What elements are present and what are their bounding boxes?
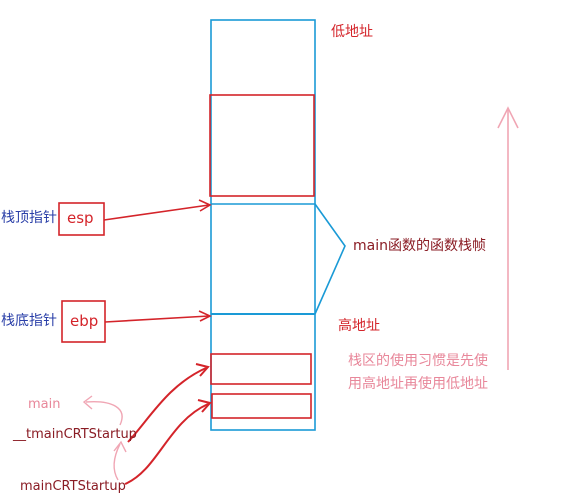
growth-arrow-head xyxy=(497,106,519,129)
stack-bottom-pointer-label: 栈底指针 xyxy=(1,313,57,329)
maincrt-frame-arrow xyxy=(124,403,209,485)
stack-column xyxy=(210,19,316,431)
esp-register-label: esp xyxy=(67,209,94,227)
call-arrow-to-tmain-head xyxy=(113,440,127,453)
ebp-register-label: ebp xyxy=(70,312,99,330)
tmain-frame-arrow-head xyxy=(195,363,210,377)
tmaincrtstartup-label: __tmainCRTStartup xyxy=(13,427,137,442)
esp-arrow xyxy=(103,204,210,221)
tmaincrtstartup-frame-box xyxy=(210,353,312,385)
esp-arrow-head xyxy=(198,199,212,212)
high-address-label: 高地址 xyxy=(338,318,380,334)
main-frame-bracket xyxy=(314,203,346,315)
main-frame-label: main函数的函数栈帧 xyxy=(353,238,486,254)
tmain-frame-arrow xyxy=(127,367,207,443)
maincrtstartup-label: mainCRTStartup xyxy=(20,479,126,494)
main-function-label: main xyxy=(28,397,61,412)
maincrt-frame-arrow-head xyxy=(197,399,212,413)
esp-box xyxy=(58,202,105,236)
maincrtstartup-frame-box xyxy=(211,393,312,419)
call-arrow-to-main xyxy=(85,401,123,426)
upper-frame-box xyxy=(209,94,315,197)
ebp-arrow-head xyxy=(198,310,212,322)
call-arrow-to-tmain xyxy=(113,443,121,481)
stack-usage-note: 栈区的使用习惯是先使用高地址再使用低地址 xyxy=(348,353,488,392)
low-address-label: 低地址 xyxy=(331,24,373,40)
call-arrow-to-main-head xyxy=(82,395,93,410)
ebp-arrow xyxy=(104,315,210,323)
stack-top-pointer-label: 栈顶指针 xyxy=(1,210,57,226)
